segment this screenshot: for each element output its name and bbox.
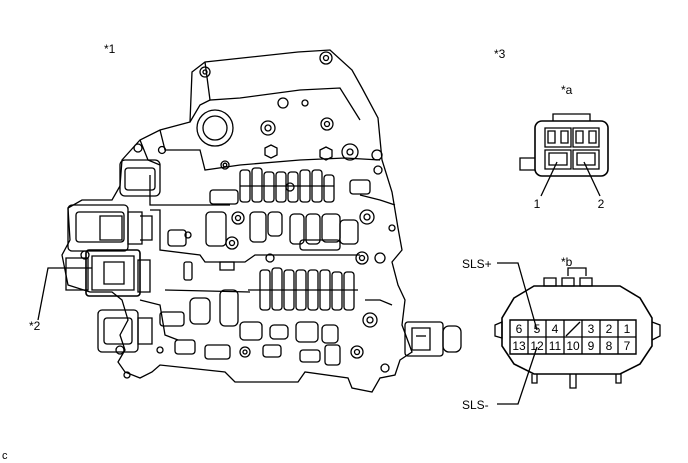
corner-code: c — [2, 450, 8, 462]
large-connector-pin-11: 11 — [549, 339, 562, 353]
small-connector-pin-1: 1 — [534, 197, 541, 211]
large-connector-pin-13: 13 — [512, 339, 526, 353]
leader-solenoid — [38, 268, 92, 320]
small-connector — [520, 114, 608, 196]
small-connector-pin-2: 2 — [598, 197, 605, 211]
large-connector-pin-4: 4 — [552, 322, 559, 336]
large-connector-pin-7: 7 — [624, 339, 631, 353]
large-connector-pin-1: 1 — [624, 322, 631, 336]
large-connector-pin-12: 12 — [530, 339, 544, 353]
large-connector-pin-10: 10 — [566, 339, 580, 353]
callout-large-connector: *b — [561, 255, 573, 269]
callout-valve-body: *1 — [104, 42, 116, 56]
large-connector-pin-6: 6 — [516, 322, 523, 336]
signal-sls-minus-label: SLS- — [462, 398, 489, 412]
bolt-holes — [81, 52, 395, 378]
signal-sls-plus-label: SLS+ — [462, 257, 492, 271]
large-connector-pin-2: 2 — [606, 322, 613, 336]
leader-sls-plus — [497, 263, 537, 330]
large-connector-pin-5: 5 — [534, 322, 541, 336]
large-connector-pin-9: 9 — [588, 339, 595, 353]
large-connector-pin-8: 8 — [606, 339, 613, 353]
callout-connector-view: *3 — [494, 47, 506, 61]
solenoid-left — [66, 160, 160, 352]
large-connector — [495, 263, 660, 404]
large-connector-pin-3: 3 — [588, 322, 595, 336]
solenoid-right — [405, 322, 461, 356]
callout-small-connector: *a — [561, 83, 573, 97]
spool-valves — [160, 168, 370, 365]
callout-solenoid: *2 — [29, 319, 41, 333]
leader-sls-minus — [497, 347, 537, 404]
